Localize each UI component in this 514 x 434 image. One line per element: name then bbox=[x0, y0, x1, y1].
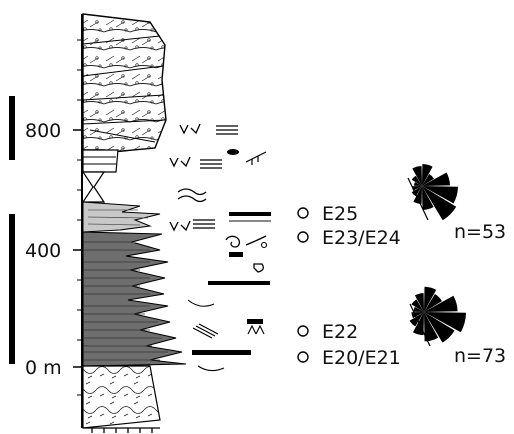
rose-petal bbox=[411, 299, 424, 312]
lamination-icon bbox=[193, 125, 238, 229]
transition-lines bbox=[87, 209, 149, 226]
spiral-icon bbox=[260, 241, 268, 249]
sample-label-e20-e21: E20/E21 bbox=[322, 347, 401, 369]
trough-icon bbox=[187, 299, 225, 372]
sample-label-e23-e24: E23/E24 bbox=[322, 227, 401, 249]
mudstone-unit bbox=[82, 231, 187, 367]
sample-label-e25: E25 bbox=[322, 203, 358, 225]
rose-diagram-lower bbox=[409, 286, 466, 347]
rose-petal bbox=[411, 175, 422, 186]
rose-petal bbox=[412, 186, 422, 191]
minor-ticks bbox=[77, 39, 82, 396]
rose-petal bbox=[414, 182, 422, 186]
rose-count-lower: n=73 bbox=[454, 345, 506, 367]
rose-petal bbox=[422, 174, 434, 186]
sample-label-e22: E22 bbox=[322, 321, 358, 343]
rose-petal bbox=[413, 186, 422, 204]
rose-petal bbox=[422, 186, 434, 210]
rose-diagram-upper bbox=[407, 164, 458, 221]
sample-marker-e25 bbox=[297, 207, 309, 219]
sample-marker-e23-e24 bbox=[297, 231, 309, 243]
rose-petal bbox=[422, 186, 458, 204]
bed-markers bbox=[192, 212, 271, 355]
rose-petal bbox=[422, 186, 457, 221]
rose-petal bbox=[412, 166, 422, 186]
ripple-marks-icon bbox=[169, 123, 201, 232]
scale-bar-upper bbox=[9, 96, 15, 160]
rose-petal bbox=[412, 312, 424, 336]
covered-interval bbox=[81, 171, 106, 203]
rose-petal bbox=[411, 186, 422, 197]
rose-petal bbox=[424, 286, 437, 312]
bench-unit bbox=[82, 149, 119, 173]
scale-label-800: 800 bbox=[25, 120, 61, 142]
rose-petal bbox=[424, 312, 455, 343]
sample-marker-e20-e21 bbox=[297, 351, 309, 363]
bottom-scale-ticks bbox=[83, 427, 160, 433]
rose-count-upper: n=53 bbox=[454, 221, 506, 243]
mud-crack-icon bbox=[227, 149, 239, 155]
convolute-bedding-icon bbox=[177, 188, 207, 203]
scale-label-0m: 0 m bbox=[25, 357, 62, 379]
rose-petal bbox=[422, 172, 450, 186]
sandstone-bed-lines bbox=[82, 35, 166, 143]
rose-petal bbox=[424, 294, 442, 312]
sample-marker-e22 bbox=[297, 325, 309, 337]
rose-petal bbox=[413, 306, 424, 312]
rose-petal bbox=[424, 312, 439, 342]
scale-bar-lower bbox=[9, 214, 15, 364]
rose-petal bbox=[422, 164, 433, 186]
basement-unit bbox=[82, 365, 161, 429]
cross-bedding-icon bbox=[245, 151, 267, 165]
rose-petal bbox=[424, 295, 458, 312]
burrow-icon bbox=[247, 324, 265, 335]
rose-petal bbox=[414, 293, 424, 312]
mudstone-bed-lines bbox=[83, 241, 168, 361]
scale-label-400: 400 bbox=[25, 240, 61, 262]
rose-axis bbox=[409, 303, 431, 347]
trace-fossil-icon bbox=[225, 235, 267, 273]
rose-axis bbox=[407, 177, 429, 221]
rose-petal bbox=[424, 312, 466, 333]
bench-lines bbox=[83, 156, 116, 165]
